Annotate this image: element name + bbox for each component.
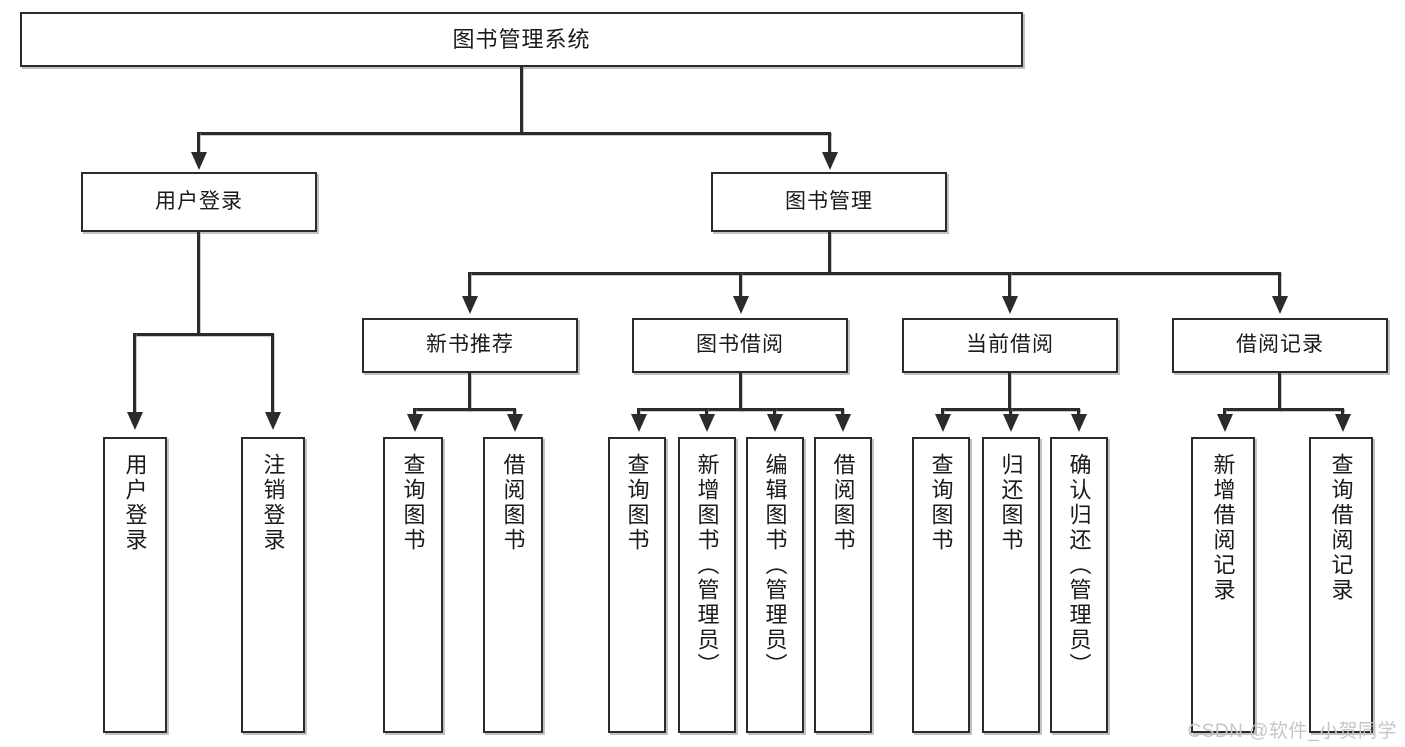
node-label: 图书管理 — [785, 189, 873, 213]
arrow-to-book-manage — [822, 152, 838, 170]
arrow-to-leaf-user-login — [127, 412, 143, 430]
node-current-borrow[interactable]: 当前借阅 — [902, 318, 1118, 373]
node-label: 查询图书 — [400, 453, 426, 553]
node-label: 借阅图书 — [500, 453, 526, 553]
node-new-book-recommend[interactable]: 新书推荐 — [362, 318, 578, 373]
leaf-borrow-book-new[interactable]: 借阅图书 — [483, 437, 543, 733]
node-label: 当前借阅 — [966, 333, 1054, 357]
node-borrow-record[interactable]: 借阅记录 — [1172, 318, 1388, 373]
node-label: 查询图书 — [928, 453, 954, 553]
connector-user-login-bus — [133, 333, 273, 336]
node-label: 图书管理系统 — [452, 26, 591, 52]
connector-root-stem — [520, 67, 523, 134]
node-label: 用户登录 — [155, 189, 243, 213]
connector-tier2-drop-3 — [1008, 272, 1011, 299]
connector-tier2-bus — [468, 272, 1281, 275]
node-label: 归还图书 — [998, 453, 1024, 553]
node-root-system[interactable]: 图书管理系统 — [20, 12, 1023, 67]
arrow-to-leaf-add-book — [699, 414, 715, 432]
arrow-to-user-login — [191, 152, 207, 170]
leaf-confirm-return-admin[interactable]: 确认归还（管理员） — [1050, 437, 1108, 733]
node-book-borrow[interactable]: 图书借阅 — [632, 318, 848, 373]
leaf-return-book[interactable]: 归还图书 — [982, 437, 1040, 733]
connector-tier2-drop-1 — [468, 272, 471, 299]
leaf-add-borrow-record[interactable]: 新增借阅记录 — [1191, 437, 1255, 733]
node-label: 新增图书（管理员） — [694, 453, 720, 678]
connector-tier2-drop-4 — [1278, 272, 1281, 299]
connector-borrow-record-drop-2 — [1341, 408, 1344, 418]
node-label: 注销登录 — [260, 453, 286, 553]
connector-new-book-drop-2 — [513, 408, 516, 418]
node-label: 借阅记录 — [1236, 333, 1324, 357]
connector-book-borrow-drop-2 — [705, 408, 708, 418]
connector-book-borrow-stem — [739, 373, 742, 411]
node-label: 查询借阅记录 — [1328, 453, 1354, 603]
leaf-query-book-new[interactable]: 查询图书 — [383, 437, 443, 733]
node-user-login[interactable]: 用户登录 — [81, 172, 317, 232]
connector-book-borrow-drop-1 — [637, 408, 640, 418]
arrow-to-book-borrow — [733, 296, 749, 314]
arrow-to-leaf-borrow-book-bb — [835, 414, 851, 432]
leaf-edit-book-admin[interactable]: 编辑图书（管理员） — [746, 437, 804, 733]
connector-tier1-bus — [197, 132, 831, 135]
connector-borrow-record-drop-1 — [1223, 408, 1226, 418]
connector-book-borrow-drop-3 — [773, 408, 776, 418]
arrow-to-leaf-add-record — [1217, 414, 1233, 432]
arrow-to-leaf-borrow-book-nb — [507, 414, 523, 432]
connector-user-login-drop-2 — [271, 333, 274, 416]
arrow-to-new-book — [462, 296, 478, 314]
node-label: 确认归还（管理员） — [1066, 453, 1092, 678]
leaf-query-borrow-record[interactable]: 查询借阅记录 — [1309, 437, 1373, 733]
arrow-to-borrow-record — [1272, 296, 1288, 314]
connector-tier2-drop-2 — [739, 272, 742, 299]
arrow-to-leaf-query-record — [1335, 414, 1351, 432]
arrow-to-current-borrow — [1002, 296, 1018, 314]
connector-current-borrow-drop-1 — [941, 408, 944, 418]
connector-current-borrow-drop-2 — [1009, 408, 1012, 418]
node-label: 新增借阅记录 — [1210, 453, 1236, 603]
connector-new-book-bus — [413, 408, 515, 411]
node-book-management[interactable]: 图书管理 — [711, 172, 947, 232]
leaf-user-login[interactable]: 用户登录 — [103, 437, 167, 733]
node-label: 图书借阅 — [696, 333, 784, 357]
arrow-to-leaf-confirm-return — [1071, 414, 1087, 432]
node-label: 用户登录 — [122, 453, 148, 553]
arrow-to-leaf-query-book-bb — [631, 414, 647, 432]
connector-user-login-stem — [197, 232, 200, 335]
connector-new-book-drop-1 — [413, 408, 416, 418]
arrow-to-leaf-logout — [265, 412, 281, 430]
connector-borrow-record-bus — [1223, 408, 1344, 411]
connector-tier1-drop-right — [828, 132, 831, 156]
arrow-to-leaf-query-book-nb — [407, 414, 423, 432]
connector-book-borrow-drop-4 — [841, 408, 844, 418]
connector-user-login-drop-1 — [133, 333, 136, 416]
node-label: 借阅图书 — [830, 453, 856, 553]
node-label: 编辑图书（管理员） — [762, 453, 788, 678]
arrow-to-leaf-edit-book — [767, 414, 783, 432]
connector-book-borrow-bus — [637, 408, 843, 411]
leaf-query-book-borrow[interactable]: 查询图书 — [608, 437, 666, 733]
connector-book-manage-stem — [828, 232, 831, 274]
node-label: 新书推荐 — [426, 333, 514, 357]
arrow-to-leaf-query-book-cb — [935, 414, 951, 432]
leaf-borrow-book[interactable]: 借阅图书 — [814, 437, 872, 733]
node-label: 查询图书 — [624, 453, 650, 553]
connector-current-borrow-stem — [1008, 373, 1011, 411]
connector-current-borrow-drop-3 — [1077, 408, 1080, 418]
arrow-to-leaf-return-book — [1003, 414, 1019, 432]
connector-borrow-record-stem — [1278, 373, 1281, 411]
leaf-query-book-current[interactable]: 查询图书 — [912, 437, 970, 733]
connector-tier1-drop-left — [197, 132, 200, 156]
leaf-logout[interactable]: 注销登录 — [241, 437, 305, 733]
leaf-add-book-admin[interactable]: 新增图书（管理员） — [678, 437, 736, 733]
connector-new-book-stem — [468, 373, 471, 411]
